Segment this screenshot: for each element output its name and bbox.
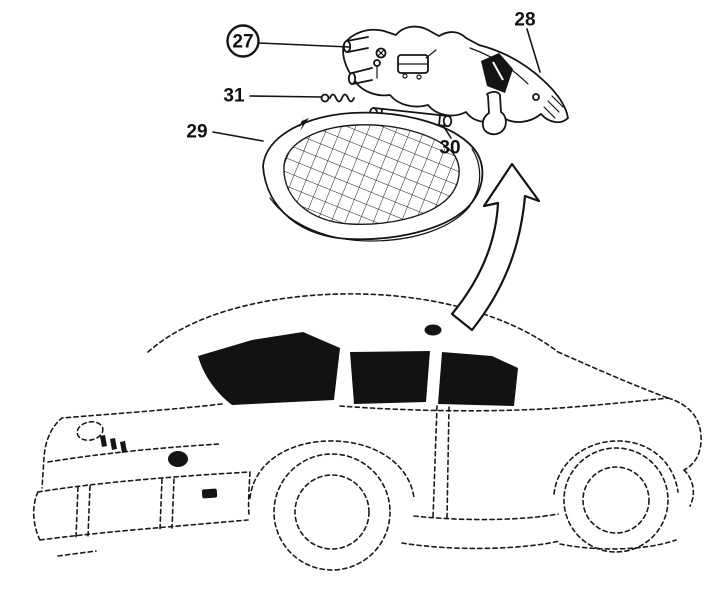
lamp-lens: [262, 111, 484, 242]
bulb-holder-cap-right: [442, 114, 453, 128]
leader-lines: [212, 28, 541, 142]
bracket-plate: [342, 25, 569, 124]
location-arrow: [424, 162, 541, 336]
side-marker: [168, 451, 188, 467]
lever-hook: [481, 90, 507, 136]
front-bumper: [32, 471, 251, 557]
tip-hole: [532, 93, 540, 101]
lamp-bracket-assembly: [342, 25, 569, 136]
switch-block: [397, 49, 437, 80]
rear-wheel-outer: [563, 447, 669, 553]
sill-detail: [201, 488, 218, 499]
lens-rim: [269, 148, 481, 242]
car-outline: [32, 293, 702, 571]
lens-flash-mark: [299, 114, 309, 131]
part-label-30: 30: [439, 138, 460, 159]
screw-head-2: [373, 59, 381, 67]
screw-31-head: [320, 93, 330, 103]
rear-wheel-inner: [582, 466, 650, 534]
beltline-doors: [339, 397, 669, 519]
stud-end-2: [347, 72, 357, 85]
spring-clip: [481, 53, 513, 93]
switch-terminal-2: [416, 74, 422, 80]
part-label-28: 28: [514, 10, 535, 31]
switch-line: [397, 49, 437, 65]
front-wheel-outer: [273, 453, 391, 571]
part-labels: 27 28 31 29 30: [186, 10, 535, 159]
window-glass: [198, 332, 518, 406]
part-label-27: 27: [232, 32, 253, 53]
spring-screw: [320, 93, 355, 103]
car-roofline: [147, 293, 669, 399]
grille-ticks: [100, 435, 127, 453]
body-accents: [100, 435, 218, 499]
plate-screws: [373, 47, 387, 79]
car-hood-front: [41, 403, 223, 489]
arrow-up: [450, 162, 541, 332]
rear-end: [559, 397, 702, 550]
headlight-outline: [76, 420, 104, 442]
switch-terminal-1: [402, 73, 408, 79]
stud-lines: [346, 36, 373, 85]
arches-sills: [249, 440, 679, 550]
label-27-circle: [226, 24, 260, 58]
lens-crosshatch: [283, 124, 460, 225]
part-label-31: 31: [223, 86, 245, 107]
front-wheel-inner: [294, 474, 370, 550]
spring-clip-highlight: [492, 61, 504, 81]
spring-coil: [329, 93, 355, 103]
part-label-29: 29: [186, 122, 207, 143]
tip-hatching: [543, 95, 564, 119]
roof-mount-point: [424, 324, 442, 336]
